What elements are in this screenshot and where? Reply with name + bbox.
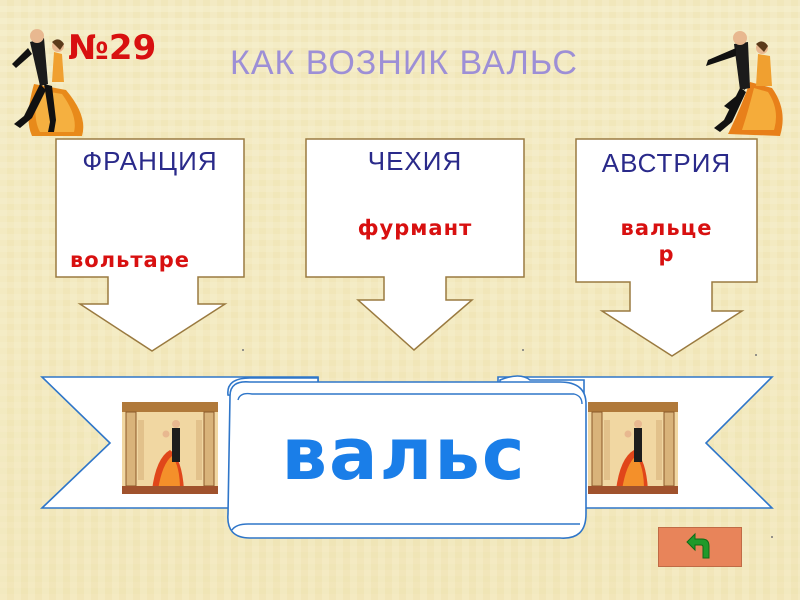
- ballroom-dance-image-right: [588, 402, 678, 494]
- slide-number: №29: [68, 28, 157, 68]
- origin-word-austria: вальце р: [576, 215, 757, 267]
- czech-callout-box: [305, 138, 525, 351]
- origin-word-austria-line2: р: [658, 242, 675, 266]
- origin-country-austria: АВСТРИЯ: [601, 148, 732, 178]
- origin-word-france: вольтаре: [70, 248, 190, 272]
- ballroom-dance-image-left: [122, 402, 218, 494]
- origin-country-czech: ЧЕХИЯ: [367, 146, 463, 176]
- ribbon-main-scroll: [227, 380, 587, 539]
- return-arrow-icon: [686, 532, 710, 559]
- slide-title: КАК ВОЗНИК ВАЛЬС: [230, 44, 578, 82]
- france-callout-box: [55, 138, 245, 352]
- result-word: вальс: [281, 412, 527, 496]
- origin-word-austria-line1: вальце: [620, 216, 713, 240]
- austria-callout-box: [575, 138, 758, 357]
- origin-country-france: ФРАНЦИЯ: [82, 146, 218, 176]
- dancing-couple-right-image: [706, 31, 783, 136]
- origin-word-czech: фурмант: [357, 216, 473, 240]
- dancing-couple-left-image: [12, 29, 84, 136]
- return-button[interactable]: [658, 527, 742, 567]
